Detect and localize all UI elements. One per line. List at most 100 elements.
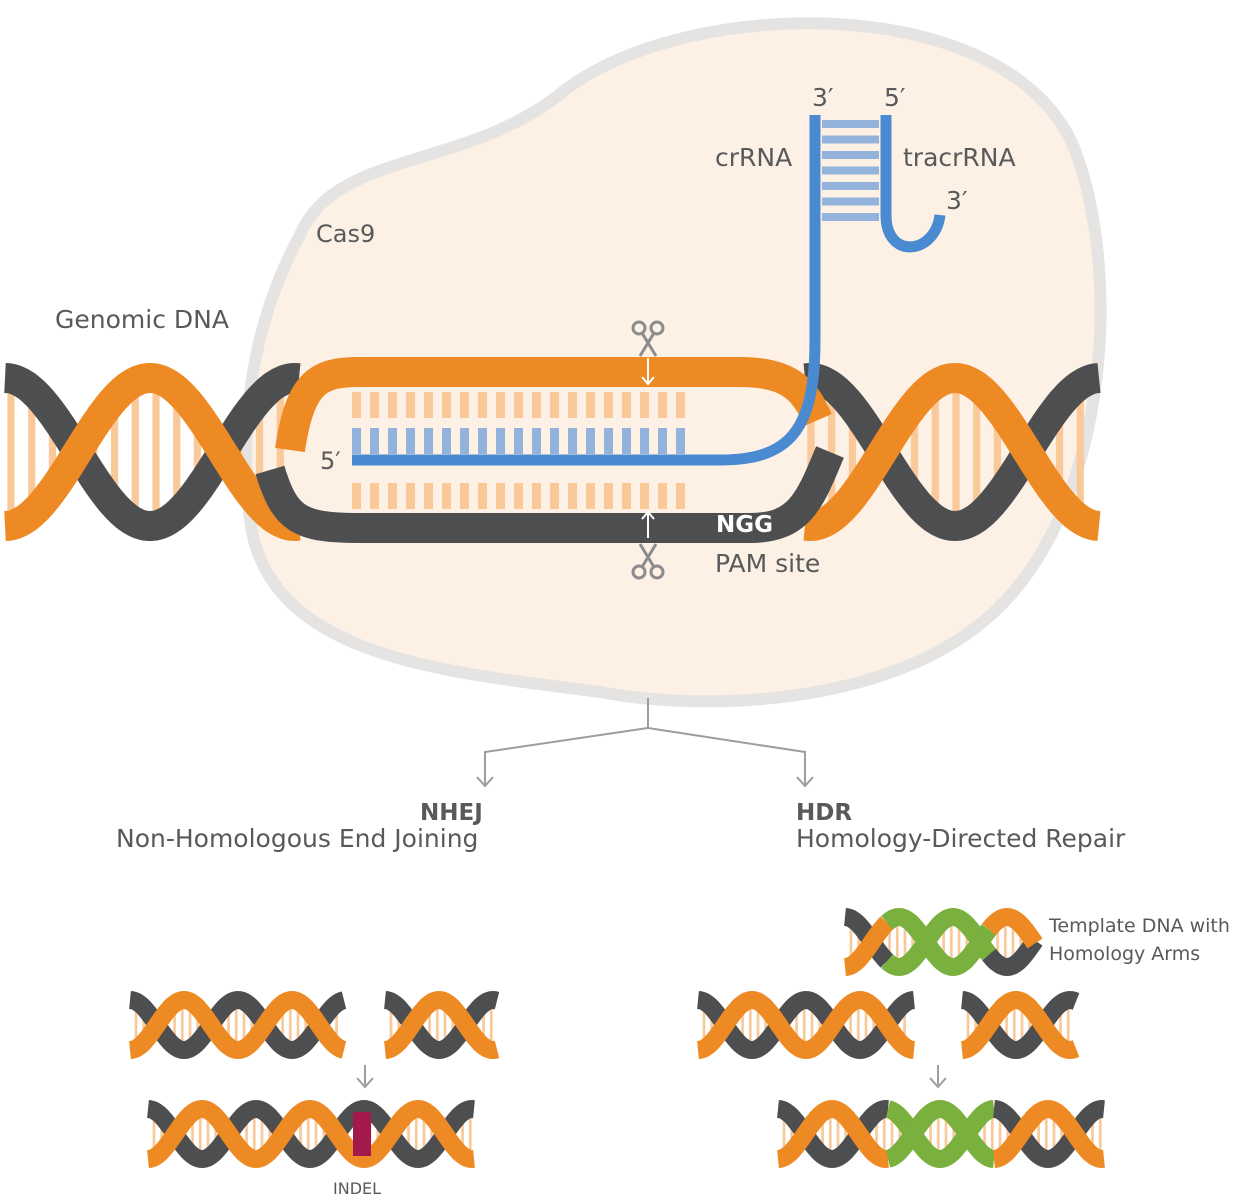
orange-strand — [803, 362, 1101, 541]
base-pair-bar — [514, 392, 523, 418]
genomic-dna-label: Genomic DNA — [55, 305, 229, 334]
orange-strand — [881, 907, 997, 977]
orange-strand — [129, 990, 347, 1060]
base-pair-bar — [424, 483, 433, 509]
dark-strand — [885, 1100, 995, 1169]
base-pair-bar — [424, 392, 433, 418]
base-pair-bar — [388, 392, 397, 418]
guide-rna-base — [460, 428, 469, 454]
non-target-strand-bottom — [255, 446, 844, 543]
hdr-abbr: HDR — [796, 800, 853, 826]
guide-rna-base — [676, 428, 685, 454]
target-strand-top — [275, 357, 832, 453]
scissors-icon-bottom — [631, 543, 665, 580]
nhej-abbr: NHEJ — [420, 800, 483, 826]
base-pair-bar — [622, 483, 631, 509]
rna-base-pair — [822, 182, 879, 190]
nhej-down-arrow — [356, 1065, 374, 1089]
rna-base-pair — [822, 120, 879, 128]
base-pair-bar — [550, 483, 559, 509]
hdr-broken-dna-left — [697, 990, 915, 1060]
guide-rna-base — [442, 428, 451, 454]
base-pair-bar — [460, 392, 469, 418]
scissors-handle — [649, 320, 665, 336]
nhej-broken-dna-left — [129, 990, 347, 1060]
tracrrna-3prime-label: 3′ — [946, 186, 968, 215]
guide-rna-base — [352, 428, 361, 454]
orange-strand — [993, 1099, 1105, 1169]
base-pair-bar — [586, 483, 595, 509]
guide-rna-base — [478, 428, 487, 454]
guide-5prime-label: 5′ — [320, 447, 341, 475]
template-dna — [844, 907, 1043, 977]
base-pair-bar — [658, 392, 667, 418]
guide-rna-base — [424, 428, 433, 454]
rna-base-pair — [822, 197, 879, 206]
guide-rna-base — [532, 428, 541, 454]
dark-strand — [697, 990, 915, 1060]
guide-rna-base — [406, 428, 415, 454]
guide-rna-base — [514, 428, 523, 454]
dark-strand — [961, 990, 1080, 1060]
base-pair-bar — [676, 483, 685, 509]
branch-arrows — [476, 698, 814, 788]
dark-strand — [384, 990, 500, 1060]
scissors-handle — [649, 564, 665, 580]
pam-site-label: PAM site — [715, 549, 821, 578]
base-pair-bar — [406, 392, 415, 418]
rna-base-pair — [822, 135, 879, 144]
base-pair-bar — [478, 392, 487, 418]
base-pair-bar — [496, 483, 505, 509]
orange-strand — [961, 990, 1080, 1060]
guide-rna-base — [640, 428, 649, 454]
scissors-blade — [638, 332, 658, 357]
base-pair-bar — [568, 392, 577, 418]
guide-rna-base — [658, 428, 667, 454]
base-pair-bar — [586, 392, 595, 418]
hdr-repaired-dna — [777, 1099, 1105, 1169]
guide-rna-base — [622, 428, 631, 454]
dark-strand — [844, 908, 894, 968]
guide-rna-base — [604, 428, 613, 454]
tracrrna-label: tracrRNA — [903, 143, 1016, 172]
base-pair-bar — [532, 392, 541, 418]
dark-strand — [993, 1099, 1105, 1169]
base-pair-bar — [352, 483, 361, 509]
indel-label: INDEL — [333, 1179, 382, 1198]
crrna-3prime-label: 3′ — [812, 83, 834, 112]
hdr-broken-dna-right — [961, 990, 1080, 1060]
nhej-repaired-dna — [147, 1099, 475, 1169]
rna-base-pair — [822, 151, 879, 159]
dark-strand — [803, 363, 1101, 542]
base-pair-bar — [568, 483, 577, 509]
cut-arrow-bottom — [641, 510, 655, 538]
base-pair-bar — [640, 483, 649, 509]
template-dna-label: Template DNA with — [1049, 915, 1230, 937]
homology-arms-label: Homology Arms — [1049, 943, 1201, 965]
base-pair-bar — [496, 392, 505, 418]
orange-strand — [844, 916, 894, 976]
cut-arrow-top — [641, 358, 655, 386]
orange-strand — [982, 907, 1043, 949]
scissors-handle — [631, 320, 647, 336]
orange-strand — [384, 990, 500, 1060]
dark-strand — [881, 907, 997, 977]
base-pair-bar — [406, 483, 415, 509]
guide-rna-base — [496, 428, 505, 454]
base-pair-bar — [550, 392, 559, 418]
base-pair-bar — [604, 483, 613, 509]
nhej-broken-dna-right — [384, 990, 500, 1060]
tracrrna-5prime-label: 5′ — [884, 83, 906, 112]
orange-strand — [777, 1099, 889, 1169]
base-pair-bar — [514, 483, 523, 509]
guide-rna-base — [388, 428, 397, 454]
nhej-name: Non-Homologous End Joining — [116, 824, 479, 853]
base-pair-bar — [604, 392, 613, 418]
guide-rna-base — [568, 428, 577, 454]
base-pair-bar — [388, 483, 397, 509]
cas9-label: Cas9 — [316, 220, 376, 248]
guide-rna-base — [370, 428, 379, 454]
hdr-down-arrow — [929, 1065, 947, 1089]
